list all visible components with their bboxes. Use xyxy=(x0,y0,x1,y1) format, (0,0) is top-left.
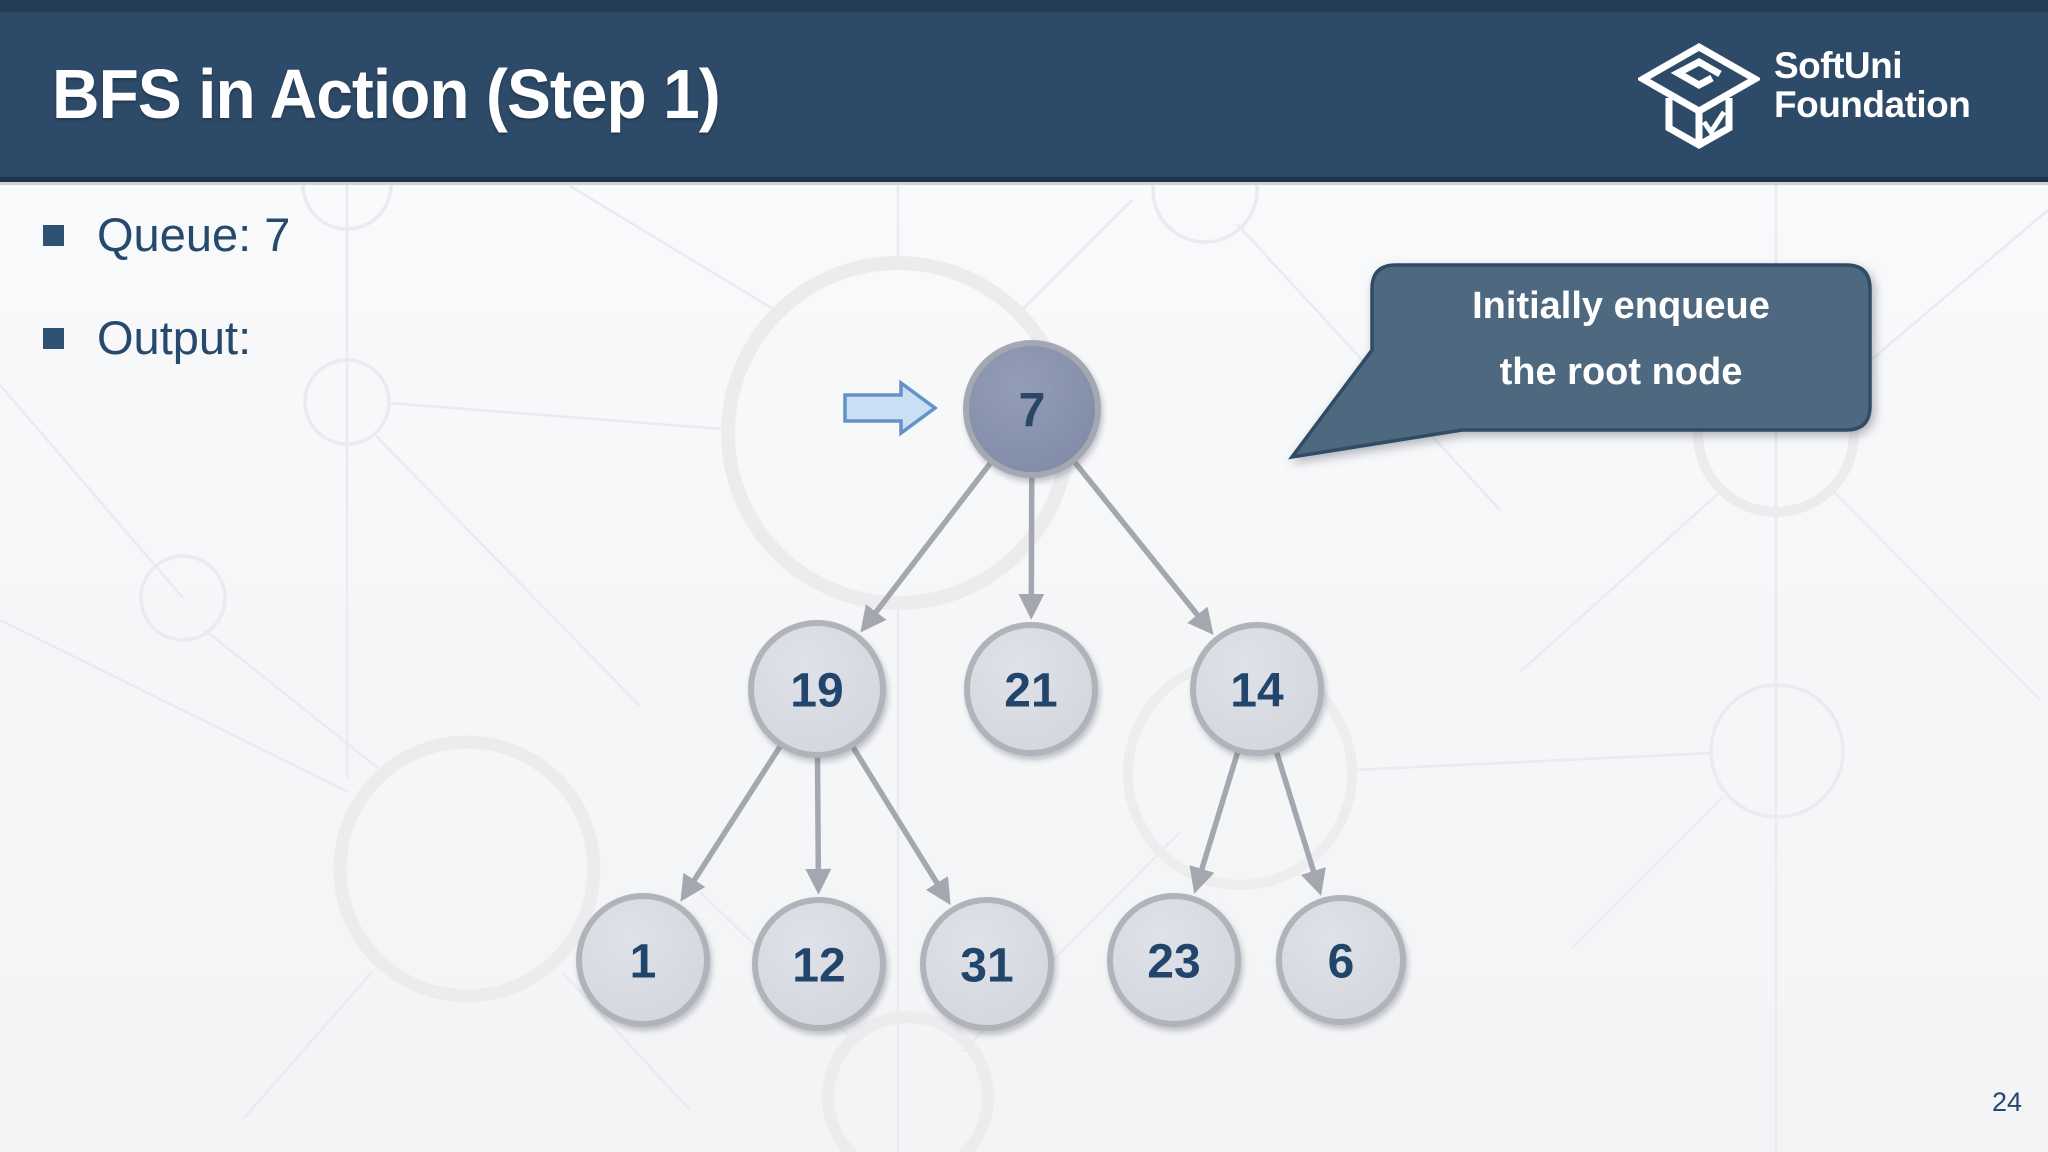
tree-node-12: 12 xyxy=(752,897,886,1031)
bullet-output-label: Output: xyxy=(97,311,252,364)
logo-line2: Foundation xyxy=(1774,84,1971,125)
tree-node-label: 14 xyxy=(1230,665,1284,718)
tree-node-label: 23 xyxy=(1147,936,1200,989)
tree-node-21: 21 xyxy=(964,622,1098,756)
tree-edge-19-1 xyxy=(680,744,783,902)
tree-node-1: 1 xyxy=(576,893,710,1027)
tree-edge-14-23 xyxy=(1189,751,1241,894)
tree-node-label: 1 xyxy=(630,936,657,989)
logo-line1: SoftUni xyxy=(1774,45,1903,86)
callout-text-line1: Initially enqueue xyxy=(1472,285,1770,327)
tree-node-6: 6 xyxy=(1276,895,1406,1025)
tree-edge-7-19 xyxy=(860,461,993,633)
pointer-arrow-icon xyxy=(843,379,938,437)
tree-node-label: 21 xyxy=(1004,665,1057,718)
tree-node-label: 12 xyxy=(792,940,845,993)
tree-node-label: 19 xyxy=(790,665,843,718)
bullet-square-icon xyxy=(43,224,64,246)
tree-edge-19-31 xyxy=(850,745,951,906)
page-number: 24 xyxy=(1991,1087,2022,1117)
tree-node-23: 23 xyxy=(1107,893,1241,1027)
bullet-queue: Queue: 7 xyxy=(43,206,290,264)
tree-node-label: 7 xyxy=(1019,385,1046,438)
tree-node-label: 6 xyxy=(1328,936,1355,989)
logo-text: SoftUni Foundation xyxy=(1774,45,1971,125)
callout-text-line2: the root node xyxy=(1500,351,1743,393)
tree-edge-14-6 xyxy=(1273,751,1326,896)
slide-title: BFS in Action (Step 1) xyxy=(52,55,721,133)
softuni-logo: SoftUni Foundation xyxy=(1638,38,2018,168)
tree-node-14: 14 xyxy=(1190,622,1324,756)
tree-edge-19-12 xyxy=(805,756,832,895)
tree-node-19: 19 xyxy=(748,620,886,758)
bullet-square-icon xyxy=(43,327,64,349)
tree-node-7: 7 xyxy=(963,340,1101,478)
graduation-cap-icon xyxy=(1638,42,1760,150)
callout-bubble-shape xyxy=(1288,263,1872,460)
tree-node-31: 31 xyxy=(920,897,1054,1031)
bullet-queue-label: Queue: 7 xyxy=(97,208,291,261)
tree-edge-7-14 xyxy=(1072,460,1214,636)
tree-node-label: 31 xyxy=(960,940,1013,993)
bullet-output: Output: xyxy=(43,309,251,367)
header-bar: BFS in Action (Step 1) SoftUni Foundatio… xyxy=(0,0,2048,182)
